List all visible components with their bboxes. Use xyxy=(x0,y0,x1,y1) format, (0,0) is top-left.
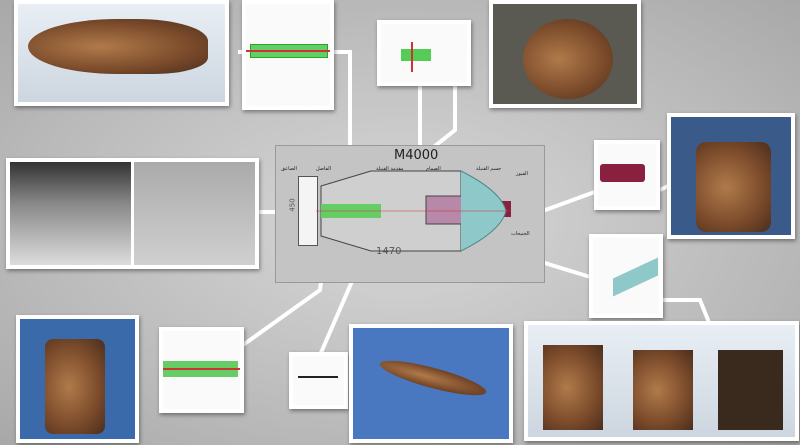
length-dimension: 1470 xyxy=(376,246,402,257)
photo-nose xyxy=(16,315,139,443)
drawing-detail-band xyxy=(289,352,348,409)
drawing-detail-fuze xyxy=(594,140,660,210)
label: مقدمة القنبلة xyxy=(376,166,404,172)
photo-lug xyxy=(489,0,641,108)
width-dimension: 450 xyxy=(288,198,297,212)
photo-tail-fins xyxy=(6,158,259,269)
drawing-detail-tail xyxy=(242,0,334,110)
label: الفاصل xyxy=(316,166,331,172)
label: جسم القنبلة xyxy=(476,166,502,172)
bomb-diagram: M4000 1470 450 الصاعق الفاصل مقدمة القنب… xyxy=(275,145,545,283)
diagram-title: M4000 xyxy=(394,148,439,163)
photo-fin-fragments xyxy=(524,321,799,441)
label: الصمام xyxy=(426,166,441,172)
label: الجنيحات xyxy=(511,231,530,237)
drawing-detail-fin xyxy=(589,234,663,318)
label: الصاعق xyxy=(281,166,297,172)
label: الفيوز xyxy=(516,171,528,177)
photo-fragment-1 xyxy=(14,0,229,106)
drawing-detail-nose xyxy=(159,327,244,413)
drawing-detail-lug xyxy=(377,20,471,86)
photo-strap xyxy=(349,324,513,443)
photo-fuze xyxy=(667,113,795,239)
